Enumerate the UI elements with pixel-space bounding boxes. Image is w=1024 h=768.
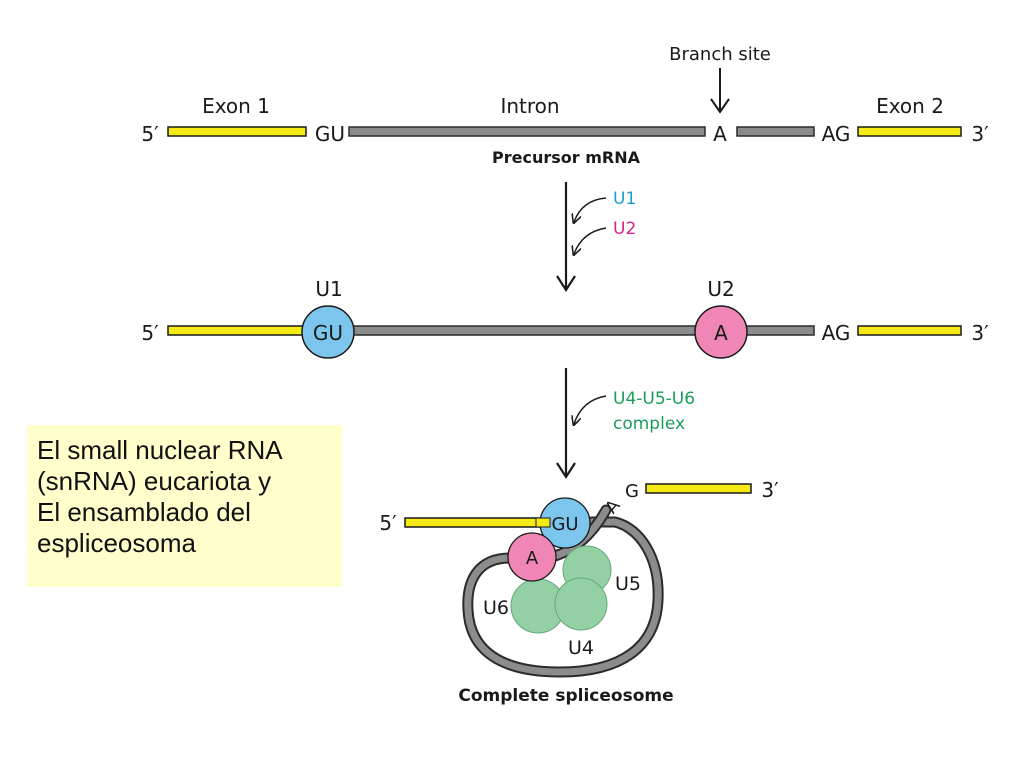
branch-site-label: Branch site xyxy=(669,44,771,65)
intron-label: Intron xyxy=(500,94,559,118)
exon2-segment-bottom xyxy=(645,483,752,494)
u1-incoming-label: U1 xyxy=(613,189,636,209)
five-prime-label: 5′ xyxy=(141,122,159,146)
exon1-segment xyxy=(167,126,307,137)
intron-segment xyxy=(348,126,706,137)
exon1-segment-bottom xyxy=(404,517,546,528)
gu-label-mid: GU xyxy=(313,321,343,345)
complex-label-line1: U4-U5-U6 xyxy=(613,389,695,409)
u4-label: U4 xyxy=(568,637,594,659)
u5-label: U5 xyxy=(615,573,641,595)
ag-label-mid: AG xyxy=(822,321,851,345)
u2-snrnp-circle xyxy=(694,305,748,359)
intron-segment-3prime xyxy=(736,126,815,137)
step1-arrow: U1 U2 xyxy=(556,182,636,293)
u6-label: U6 xyxy=(483,597,509,619)
u2-snrnp-circle-bottom xyxy=(507,532,557,582)
caption-line-2: (snRNA) eucariota y xyxy=(37,466,272,496)
exon1-junction-bottom xyxy=(535,517,551,528)
intron-segment-3prime-mid xyxy=(736,325,815,336)
branch-site-arrow xyxy=(710,68,730,114)
five-prime-label-bottom: 5′ xyxy=(379,511,397,535)
exon1-segment-mid xyxy=(167,325,307,336)
five-prime-label-mid: 5′ xyxy=(141,321,159,345)
exon2-label: Exon 2 xyxy=(876,94,944,118)
exon1-label: Exon 1 xyxy=(202,94,270,118)
precursor-mrna-title: Precursor mRNA xyxy=(492,148,641,167)
precursor-mrna: Branch site Exon 1 Intron Exon 2 5′ GU A… xyxy=(141,44,989,167)
three-prime-label-bottom: 3′ xyxy=(761,478,779,502)
three-prime-label-mid: 3′ xyxy=(971,321,989,345)
caption-box: El small nuclear RNA (snRNA) eucariota y… xyxy=(27,425,342,587)
caption-line-3: El ensamblado del xyxy=(37,497,251,527)
complete-spliceosome-title: Complete spliceosome xyxy=(458,686,673,706)
step2-arrow: U4-U5-U6 complex xyxy=(556,368,695,480)
g-label-bottom: G xyxy=(625,481,639,502)
complex-label-line2: complex xyxy=(613,414,685,434)
u1-u2-bound-mrna: U1 U2 5′ AG 3′ GU A xyxy=(141,277,989,359)
complete-spliceosome: G 3′ 5′ A GU A U5 U6 U4 Complete spliceo… xyxy=(379,478,779,706)
u2-incoming-label: U2 xyxy=(613,219,636,239)
u2-label: U2 xyxy=(707,277,734,301)
a-label-mid: A xyxy=(714,321,728,345)
u4-snrnp-circle xyxy=(554,577,608,631)
three-prime-label: 3′ xyxy=(971,122,989,146)
exon2-segment xyxy=(857,126,962,137)
gu-label-bottom: GU xyxy=(551,514,578,535)
ag-label: AG xyxy=(822,122,851,146)
a-label-bottom: A xyxy=(526,548,539,569)
intron-segment-mid xyxy=(348,325,706,336)
branch-a-label: A xyxy=(713,122,727,146)
u1-label: U1 xyxy=(315,277,342,301)
u1-snrnp-circle xyxy=(301,305,355,359)
caption-line-4: espliceosoma xyxy=(37,528,196,558)
gu-label: GU xyxy=(315,122,345,146)
caption-line-1: El small nuclear RNA xyxy=(37,435,283,465)
exon2-segment-mid xyxy=(857,325,962,336)
